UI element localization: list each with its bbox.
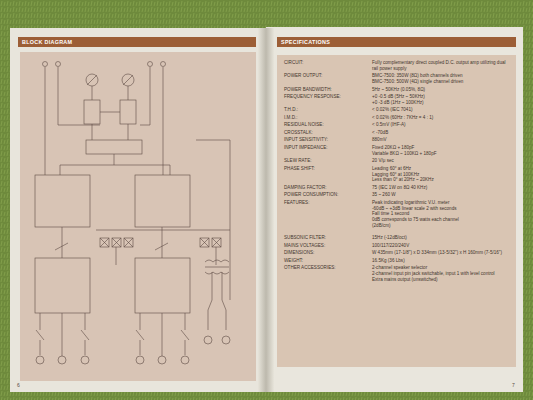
spec-value: 75 (IEC 1W on 8Ω 40 KHz) (372, 185, 512, 191)
spec-value: 5Hz ~ 50KHz (0.05%, 8Ω) (372, 87, 512, 93)
spec-label: PHASE SHIFT: (284, 166, 370, 172)
spec-panel (277, 55, 516, 367)
spec-value: 2-channel input pin jack switchable, inp… (372, 271, 512, 277)
spec-value: 15Hz (-12dB/oct) (372, 235, 512, 241)
spec-value: Fall time 1 second (372, 211, 512, 217)
page-number: 6 (17, 382, 20, 388)
spec-label: I.M.D.: (284, 115, 370, 121)
spec-value: Variable 8KΩ ~ 100KΩ + 180pF (372, 151, 512, 157)
spec-value: Fixed 20KΩ + 180pF (372, 145, 512, 151)
spec-value: < 0.02% (IEC 7041) (372, 107, 512, 113)
spec-label: CROSSTALK: (284, 130, 370, 136)
spec-value: < 0.5mV (IHF-A) (372, 122, 512, 128)
spec-value: < -70dB (372, 130, 512, 136)
header-band: BLOCK DIAGRAM (18, 37, 256, 47)
spec-label: MAINS VOLTAGES: (284, 243, 370, 249)
spec-value: 880mV (372, 137, 512, 143)
spec-label: WEIGHT: (284, 258, 370, 264)
spec-label: INPUT SENSITIVITY: (284, 137, 370, 143)
spine-shadow (258, 28, 274, 392)
spec-value: +0 -0.5 dB (5Hz ~ 50KHz) (372, 94, 512, 100)
spec-value: 100/117/220/240V (372, 243, 512, 249)
spec-value: Peak indicating logarithmic V.U. meter (372, 200, 512, 206)
left-page (10, 28, 266, 392)
header-text: BLOCK DIAGRAM (18, 37, 256, 47)
right-page (266, 27, 523, 392)
spec-value: (2dB/cm) (372, 223, 512, 229)
spec-label: RESIDUAL NOISE: (284, 122, 370, 128)
spec-label: T.H.D.: (284, 107, 370, 113)
spec-label: SUBSONIC FILTER: (284, 235, 370, 241)
page-number: 7 (512, 382, 515, 388)
spec-value: Leading 60° at 6Hz (372, 166, 512, 172)
spec-value: +0 -3 dB (1Hz ~ 100KHz) (372, 100, 512, 106)
spec-label: DAMPING FACTOR: (284, 185, 370, 191)
spec-value: -60dB ~ +3dB linear scale 2 with seconds (372, 206, 512, 212)
block-diagram (35, 62, 230, 365)
spec-label: DIMENSIONS: (284, 250, 370, 256)
spec-label: FREQUENCY RESPONSE: (284, 94, 370, 100)
header-text: SPECIFICATIONS (277, 37, 516, 47)
spec-label: CIRCUIT: (284, 60, 370, 66)
spec-value: W 435mm (17-1/8") x D 334mm (13-5/32") x… (372, 250, 512, 256)
spec-value: BMC-7500: 500W (4Ω) single channel drive… (372, 79, 512, 85)
spec-label: FEATURES: (284, 200, 370, 206)
spec-value: Fully complementary direct coupled D.C. … (372, 60, 512, 71)
spec-value: BMC-7500: 350W (8Ω) both channels driven (372, 73, 512, 79)
spec-value: 20 V/μ sec (372, 158, 512, 164)
diagram-panel (20, 52, 256, 381)
spec-value: < 0.02% (60Hz : 7KHz = 4 : 1) (372, 115, 512, 121)
spec-value: 0dB corresponds to 75 watts each channel (372, 217, 512, 223)
header-band: SPECIFICATIONS (277, 37, 516, 47)
spec-value: Lagging 60° at 100KHz (372, 172, 512, 178)
spec-label: POWER OUTPUT: (284, 73, 370, 79)
spec-label: INPUT IMPEDANCE: (284, 145, 370, 151)
spec-value: 16.5Kg (36 Lbs) (372, 258, 512, 264)
spec-label: POWER BANDWIDTH: (284, 87, 370, 93)
spec-label: OTHER ACCESSORIES: (284, 265, 370, 271)
spec-label: SLEW RATE: (284, 158, 370, 164)
spec-value: Less than 0° at 20Hz ~ 20KHz (372, 177, 512, 183)
spec-value: 35 ~ 260 W (372, 192, 512, 198)
spec-value: 2-channel speaker selector (372, 265, 512, 271)
spec-label: POWER CONSUMPTION: (284, 192, 370, 198)
spec-value: Extra mains output (unswitched) (372, 277, 512, 283)
